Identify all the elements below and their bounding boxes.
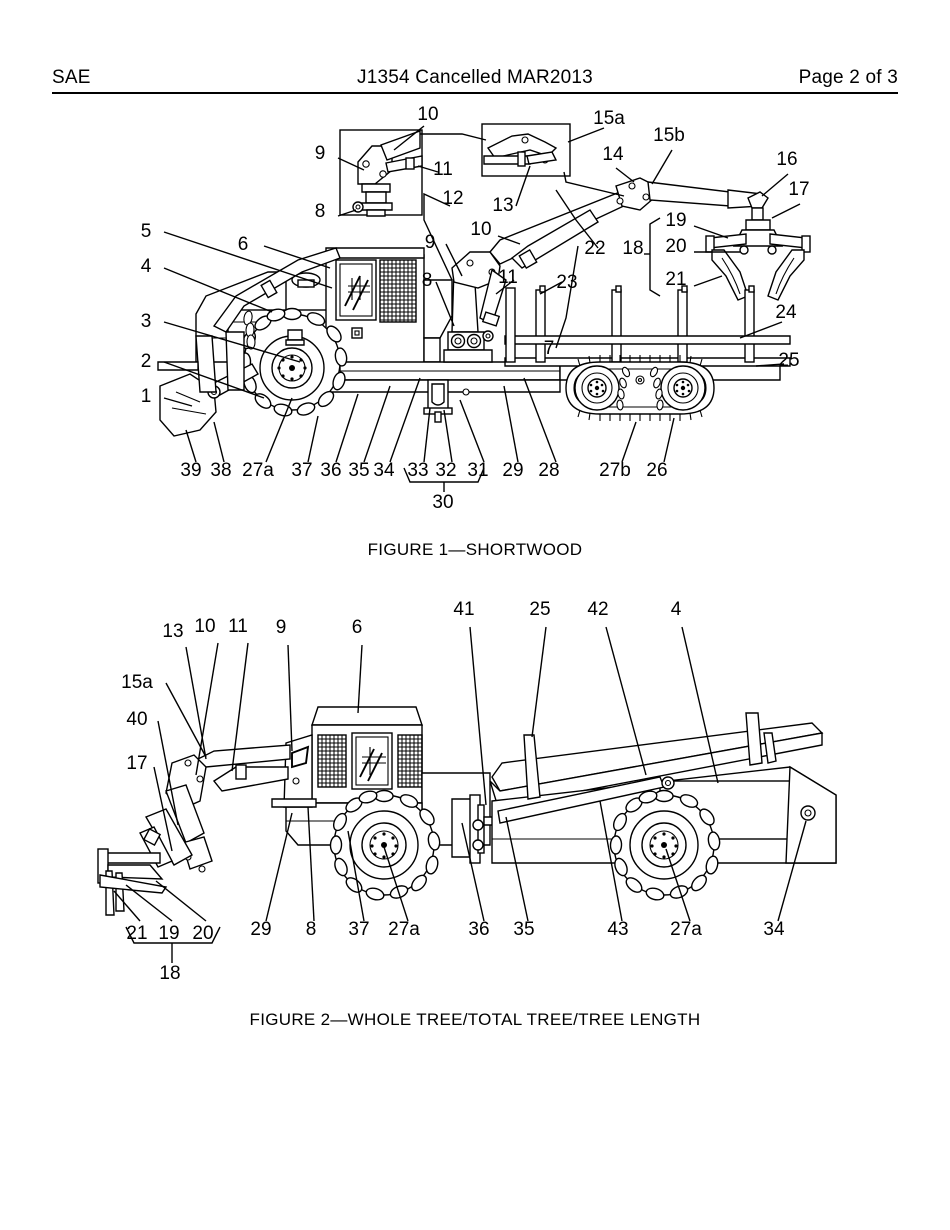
callout-30: 30 <box>432 492 453 513</box>
callout-12: 12 <box>442 188 463 209</box>
callout-20: 20 <box>665 236 686 257</box>
callout-42: 42 <box>587 599 608 620</box>
callout-4: 4 <box>141 256 152 277</box>
callout-33: 33 <box>407 460 428 481</box>
callout-10: 10 <box>194 616 215 637</box>
callout-8: 8 <box>306 919 317 940</box>
rear-tracked-bogie <box>565 355 715 421</box>
callout-27a: 27a <box>242 460 274 481</box>
callout-27a: 27a <box>388 919 420 940</box>
callout-40: 40 <box>126 709 147 730</box>
header-page-number: Page 2 of 3 <box>798 67 898 88</box>
boom-pedestal <box>443 177 771 363</box>
callout-3: 3 <box>141 311 152 332</box>
callout-27b: 27b <box>599 460 631 481</box>
callout-15a: 15a <box>593 108 625 129</box>
callout-35: 35 <box>348 460 369 481</box>
figure-1-drawing: 1234567891011121315a1415b161719202118229… <box>141 104 811 513</box>
figure-2-whole-tree: 15a 40 17 13 10 11 9 6 41 25 42 4 21 19 20 18 29 8 37 27a 36… <box>0 595 950 995</box>
callout-8: 8 <box>422 270 433 291</box>
callout-6: 6 <box>352 617 363 638</box>
callout-37: 37 <box>291 460 312 481</box>
f2-rear-wheel <box>609 789 721 901</box>
callout-24: 24 <box>775 302 797 323</box>
callout-35: 35 <box>513 919 534 940</box>
callout-5: 5 <box>141 221 152 242</box>
figure-2-bottom-leaders <box>113 800 807 963</box>
front-wheel-chained <box>238 307 348 417</box>
callout-14: 14 <box>602 144 624 165</box>
callout-21: 21 <box>126 923 147 944</box>
callout-32: 32 <box>435 460 456 481</box>
figure-2-caption: FIGURE 2—WHOLE TREE/TOTAL TREE/TREE LENG… <box>249 1010 701 1029</box>
callout-39: 39 <box>180 460 201 481</box>
header-document-title: J1354 Cancelled MAR2013 <box>357 67 593 88</box>
callout-10: 10 <box>470 219 491 240</box>
callout-36: 36 <box>320 460 341 481</box>
callout-6: 6 <box>238 234 249 255</box>
callout-13: 13 <box>492 195 513 216</box>
detail-box-b <box>481 123 571 177</box>
callout-8: 8 <box>315 201 326 222</box>
callout-20: 20 <box>192 923 213 944</box>
callout-4: 4 <box>671 599 682 620</box>
callout-9: 9 <box>276 617 287 638</box>
figure-2-drawing: 15a 40 17 13 10 11 9 6 41 25 42 4 21 19 20 18 29 8 37 27a 36… <box>97 599 837 984</box>
callout-26: 26 <box>646 460 667 481</box>
f2-front-wheel <box>329 789 441 901</box>
callout-25: 25 <box>529 599 550 620</box>
callout-1: 1 <box>141 386 152 407</box>
figure-1-caption: FIGURE 1—SHORTWOOD <box>367 540 583 559</box>
loader-arm <box>212 247 341 391</box>
header-standard-body: SAE <box>52 67 91 88</box>
figure-1-leader-lines <box>163 125 801 407</box>
callout-2: 2 <box>141 351 152 372</box>
callout-17: 17 <box>126 753 147 774</box>
figure-1-bottom-leaders <box>185 377 675 492</box>
undercarriage-details <box>423 379 470 423</box>
callout-22: 22 <box>584 238 605 259</box>
figure-2-leader-lines <box>153 626 719 852</box>
callout-9: 9 <box>315 143 326 164</box>
callout-43: 43 <box>607 919 628 940</box>
callout-34: 34 <box>763 919 785 940</box>
callout-16: 16 <box>776 149 797 170</box>
callout-21: 21 <box>665 269 686 290</box>
front-unit <box>97 706 491 916</box>
callout-9: 9 <box>425 232 436 253</box>
callout-28: 28 <box>538 460 559 481</box>
callout-17: 17 <box>788 179 809 200</box>
callout-36: 36 <box>468 919 489 940</box>
callout-10: 10 <box>417 104 438 125</box>
callout-7: 7 <box>544 338 555 359</box>
callout-18: 18 <box>159 963 180 984</box>
grapple-assembly <box>705 229 811 301</box>
page-header: SAE J1354 Cancelled MAR2013 Page 2 of 3 <box>52 62 898 94</box>
callout-25: 25 <box>778 350 799 371</box>
callout-15b: 15b <box>653 125 685 146</box>
callout-29: 29 <box>502 460 523 481</box>
detail-box-a <box>339 129 423 217</box>
figure-2-callout-labels: 15a 40 17 13 10 11 9 6 41 25 42 4 21 19 20 18 29 8 37 27a 36… <box>121 599 785 984</box>
callout-15a: 15a <box>121 672 153 693</box>
callout-29: 29 <box>250 919 271 940</box>
callout-11: 11 <box>498 267 518 288</box>
callout-13: 13 <box>162 621 183 642</box>
callout-18: 18 <box>622 238 643 259</box>
callout-37: 37 <box>348 919 369 940</box>
callout-41: 41 <box>453 599 474 620</box>
callout-34: 34 <box>373 460 395 481</box>
callout-27a: 27a <box>670 919 702 940</box>
callout-19: 19 <box>665 210 686 231</box>
callout-19: 19 <box>158 923 179 944</box>
callout-11: 11 <box>433 159 453 180</box>
callout-31: 31 <box>467 460 488 481</box>
callout-38: 38 <box>210 460 231 481</box>
callout-23: 23 <box>556 272 577 293</box>
callout-11: 11 <box>228 616 248 637</box>
rear-unit <box>451 712 837 864</box>
